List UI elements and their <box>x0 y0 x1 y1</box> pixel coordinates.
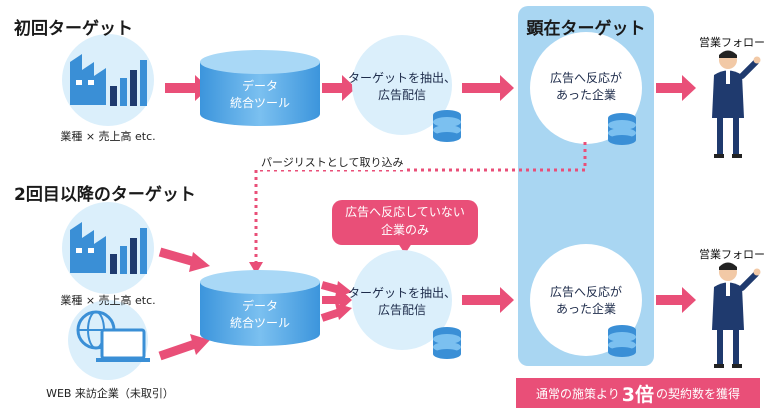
extract-circle-top <box>352 35 461 142</box>
first-target-heading: 初回ターゲット <box>14 19 133 39</box>
result-number: 3倍 <box>621 383 654 406</box>
extract-label-bottom: ターゲットを抽出、 広告配信 <box>346 285 458 319</box>
extract-top-line1: ターゲットを抽出、 <box>347 71 456 85</box>
result-text: 通常の施策より 3倍 の契約数を獲得 <box>516 378 760 408</box>
data-tool-label-bottom: データ 統合ツール <box>200 298 320 332</box>
data-tool-label-top: データ 統合ツール <box>200 78 320 112</box>
industry-sales-label-bottom: 業種 × 売上高 etc. <box>60 294 156 307</box>
extract-label-top: ターゲットを抽出、 広告配信 <box>346 70 458 104</box>
web-visitor-label: WEB 来訪企業（未取引） <box>46 387 174 400</box>
second-target-heading: 2回目以降のターゲット <box>14 185 196 205</box>
data-tool-cylinder-bottom <box>200 270 320 346</box>
extract-circle-bottom <box>352 250 461 359</box>
responded-bottom-line1: 広告へ反応が <box>549 285 622 299</box>
industry-sales-label-top: 業種 × 売上高 etc. <box>60 130 156 143</box>
responded-circle-bottom <box>530 244 642 357</box>
data-tool-bottom-line2: 統合ツール <box>229 316 290 330</box>
businessman-icon-bottom <box>712 262 761 368</box>
responded-circle-top <box>530 32 642 145</box>
industry-icon-top <box>62 34 154 126</box>
data-tool-top-line1: データ <box>241 79 278 93</box>
web-visitor-icon <box>68 300 150 380</box>
data-tool-cylinder-top <box>200 50 320 126</box>
no-response-line2: 企業のみ <box>380 223 429 237</box>
result-prefix: 通常の施策より <box>535 386 620 401</box>
responded-top-line2: あった企業 <box>555 88 616 102</box>
responded-bottom-line2: あった企業 <box>555 302 616 316</box>
extract-bottom-line2: 広告配信 <box>377 303 426 317</box>
responded-label-bottom: 広告へ反応が あった企業 <box>530 284 642 318</box>
sales-follow-label-bottom: 営業フォロー <box>699 248 765 261</box>
responded-label-top: 広告へ反応が あった企業 <box>530 70 642 104</box>
data-tool-bottom-line1: データ <box>241 299 278 313</box>
industry-icon-bottom <box>62 202 154 294</box>
extract-top-line2: 広告配信 <box>377 88 426 102</box>
result-suffix: の契約数を獲得 <box>655 386 740 401</box>
no-response-line1: 広告へ反応していない <box>345 205 465 219</box>
responded-top-line1: 広告へ反応が <box>549 71 622 85</box>
data-tool-top-line2: 統合ツール <box>229 96 290 110</box>
purge-list-label: パージリストとして取り込み <box>258 154 407 170</box>
businessman-icon-top <box>712 50 761 158</box>
no-response-callout: 広告へ反応していない 企業のみ <box>332 200 478 245</box>
result-banner <box>516 378 760 408</box>
manifest-target-heading: 顕在ターゲット <box>526 19 646 39</box>
sales-follow-label-top: 営業フォロー <box>699 36 765 49</box>
extract-bottom-line1: ターゲットを抽出、 <box>347 286 456 300</box>
